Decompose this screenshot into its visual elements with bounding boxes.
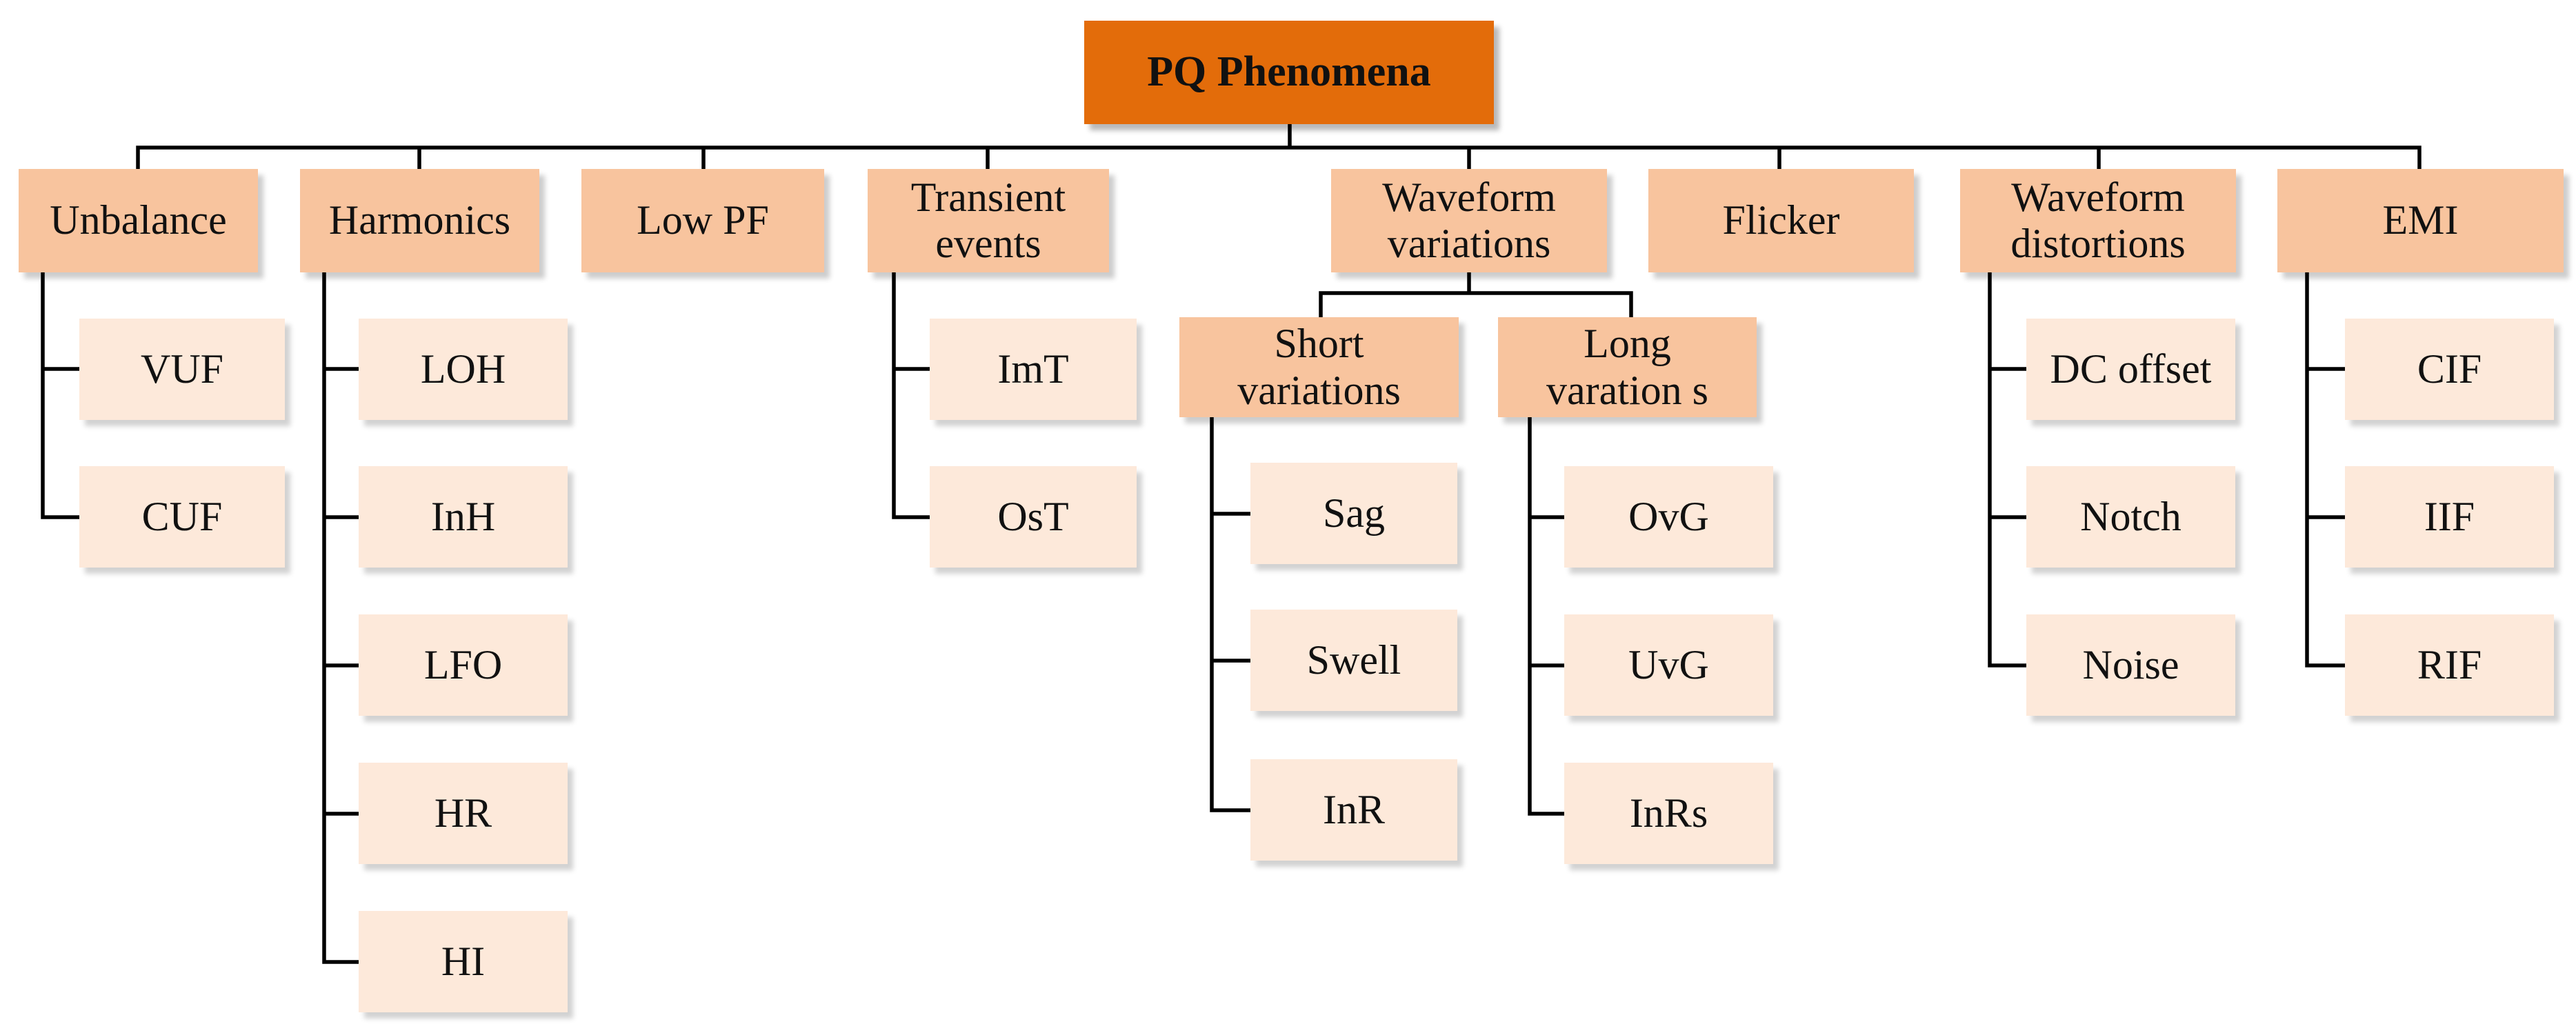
category-emi: EMI [2277,169,2564,272]
root-connector [136,122,2422,171]
root-node: PQ Phenomena [1084,21,1494,124]
leaf-inr: InR [1250,759,1457,861]
harmonics-connector [322,270,361,964]
category-unbalance: Unbalance [19,169,258,272]
leaf-swell: Swell [1250,610,1457,711]
leaf-cif: CIF [2345,319,2554,420]
leaf-inrs: InRs [1564,763,1773,864]
long-variations-connector [1528,415,1566,816]
leaf-imt: ImT [930,319,1137,420]
subgroup-short-variations: Short variations [1179,317,1459,417]
leaf-uvg: UvG [1564,614,1773,716]
leaf-inh: InH [359,466,568,568]
category-flicker: Flicker [1648,169,1914,272]
short-variations-connector [1210,415,1252,812]
leaf-rif: RIF [2345,614,2554,716]
category-waveform-distortions: Waveform distortions [1960,169,2236,272]
leaf-loh: LOH [359,319,568,420]
leaf-ost: OsT [930,466,1137,568]
waveform-variations-connector [1319,270,1633,319]
leaf-dc-offset: DC offset [2026,319,2235,420]
transient-connector [892,270,932,519]
category-transient-events: Transient events [868,169,1109,272]
emi-connector [2305,270,2347,668]
leaf-noise: Noise [2026,614,2235,716]
leaf-hr: HR [359,763,568,864]
subgroup-long-variations: Long varation s [1498,317,1757,417]
leaf-notch: Notch [2026,466,2235,568]
leaf-sag: Sag [1250,463,1457,564]
leaf-hi: HI [359,911,568,1012]
waveform-distortions-connector [1988,270,2028,668]
category-low-pf: Low PF [581,169,824,272]
leaf-vuf: VUF [79,319,285,420]
leaf-iif: IIF [2345,466,2554,568]
unbalance-connector [41,270,81,519]
category-harmonics: Harmonics [300,169,539,272]
leaf-ovg: OvG [1564,466,1773,568]
leaf-cuf: CUF [79,466,285,568]
leaf-lfo: LFO [359,614,568,716]
category-waveform-variations: Waveform variations [1331,169,1607,272]
